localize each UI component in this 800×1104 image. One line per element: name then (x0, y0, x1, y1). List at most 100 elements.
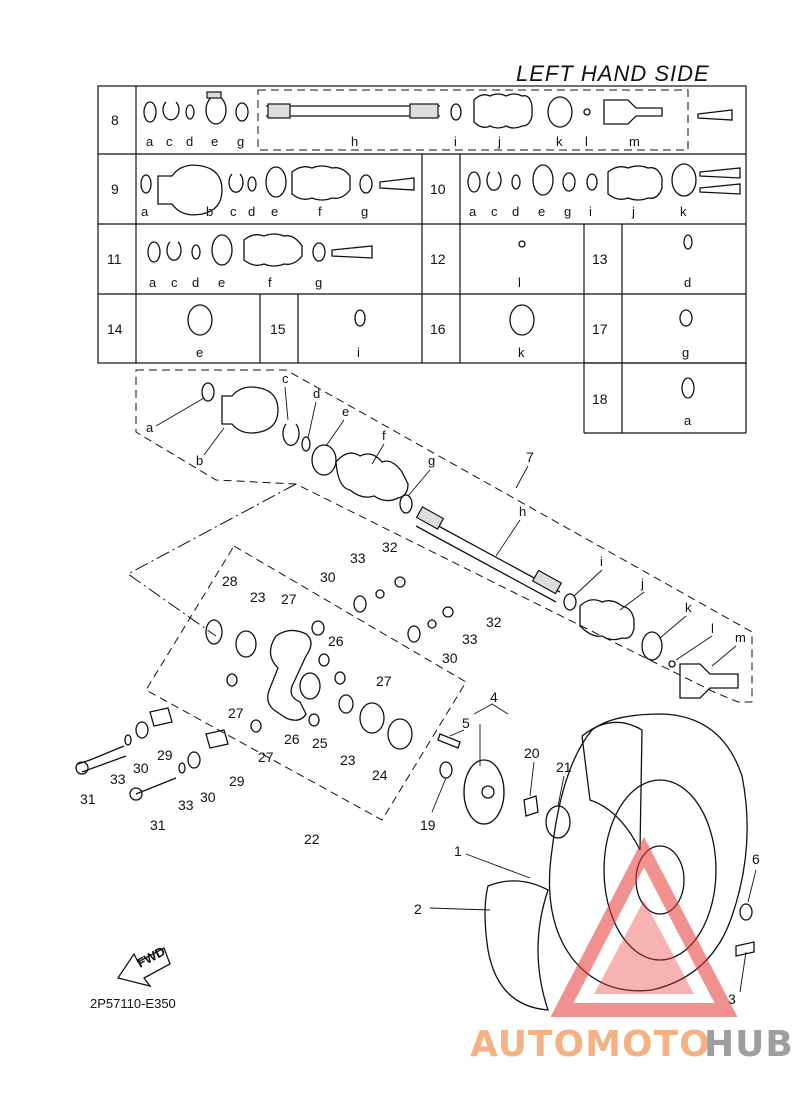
drive-shaft-assembly (135, 369, 753, 703)
row-10-letter-g: g (564, 204, 571, 219)
part-number-30c: 30 (133, 760, 149, 776)
part-number-27c: 27 (228, 705, 244, 721)
row-9-letter-e: e (271, 204, 278, 219)
row-10-letter-k: k (680, 204, 687, 219)
row-8-letter-l: l (585, 134, 588, 149)
shaft-leaders (155, 386, 737, 667)
diagram-title: LEFT HAND SIDE (516, 61, 710, 86)
shaft-letter-b: b (196, 453, 203, 468)
row-8-letter-m: m (629, 134, 640, 149)
row-8-letter-j: j (497, 134, 501, 149)
part-number-27b: 27 (376, 673, 392, 689)
row-number-9: 9 (111, 181, 119, 197)
row-8-letter-g: g (237, 134, 244, 149)
row-10-letter-d: d (512, 204, 519, 219)
part-number-27a: 27 (281, 591, 297, 607)
row-15-letter-i: i (357, 345, 360, 360)
row-number-12: 12 (430, 251, 446, 267)
row-10-parts (467, 163, 741, 201)
row-8-parts (143, 91, 733, 129)
row-10-letter-a: a (469, 204, 477, 219)
part-number-30b: 30 (442, 650, 458, 666)
row-number-16: 16 (430, 321, 446, 337)
row-8-letter-i: i (454, 134, 457, 149)
watermark-text-hub: HUB (704, 1024, 794, 1065)
row-11-parts (147, 233, 373, 267)
row-16-letter-k: k (518, 345, 525, 360)
part-number-2: 2 (414, 901, 422, 917)
part-number-33d: 33 (178, 797, 194, 813)
part-number-20: 20 (524, 745, 540, 761)
single-part-icons (187, 234, 695, 399)
row-number-10: 10 (430, 181, 446, 197)
part-number-24: 24 (372, 767, 388, 783)
row-10-letter-j: j (631, 204, 635, 219)
watermark-text-automoto: AUTOMOTO (470, 1024, 711, 1065)
row-11-letter-e: e (218, 275, 225, 290)
row-13-letter-d: d (684, 275, 691, 290)
row-9-letter-g: g (361, 204, 368, 219)
part-number-1: 1 (454, 843, 462, 859)
row-8-letter-h: h (351, 134, 358, 149)
row-14-letter-e: e (196, 345, 203, 360)
assembly-label-7: 7 (526, 449, 534, 465)
part-number-32a: 32 (382, 539, 398, 555)
row-11-letter-d: d (192, 275, 199, 290)
part-number-22: 22 (304, 831, 320, 847)
shaft-letter-g: g (428, 453, 435, 468)
part-number-33b: 33 (462, 631, 478, 647)
row-number-18: 18 (592, 391, 608, 407)
row-11-letter-g: g (315, 275, 322, 290)
fwd-arrow-icon (116, 947, 171, 988)
row-8-letter-k: k (556, 134, 563, 149)
shaft-letter-l: l (711, 621, 714, 636)
row-8-letter-c: c (166, 134, 173, 149)
part-number-3: 3 (728, 991, 736, 1007)
part-number-6: 6 (752, 851, 760, 867)
shaft-letter-e: e (342, 404, 349, 419)
row-11-letter-f: f (268, 275, 272, 290)
fwd-label: FWD (134, 944, 167, 971)
row-18-letter-a: a (684, 413, 692, 428)
row-8-letter-a: a (146, 134, 154, 149)
row-9-letter-f: f (318, 204, 322, 219)
shaft-letter-k: k (685, 600, 692, 615)
row-8-letter-d: d (186, 134, 193, 149)
knuckle-assembly (75, 483, 467, 821)
row-number-13: 13 (592, 251, 608, 267)
shaft-letter-i: i (600, 554, 603, 569)
row-17-letter-g: g (682, 345, 689, 360)
row-9-parts (140, 164, 415, 216)
row-number-11: 11 (107, 251, 122, 267)
row-9-letter-c: c (230, 204, 237, 219)
part-number-5: 5 (462, 715, 470, 731)
part-number-28: 28 (222, 573, 238, 589)
row-12-letter-l: l (518, 275, 521, 290)
row-11-letter-c: c (171, 275, 178, 290)
row-9-letter-a: a (141, 204, 149, 219)
part-number-30d: 30 (200, 789, 216, 805)
shaft-letter-m: m (735, 630, 746, 645)
part-number-27d: 27 (258, 749, 274, 765)
part-number-25: 25 (312, 735, 328, 751)
part-number-23a: 23 (250, 589, 266, 605)
row-9-letter-d: d (248, 204, 255, 219)
hub-leaders (429, 703, 757, 993)
part-number-19: 19 (420, 817, 436, 833)
part-number-26a: 26 (328, 633, 344, 649)
row-10-letter-e: e (538, 204, 545, 219)
kit-table (97, 85, 747, 434)
part-number-33c: 33 (110, 771, 126, 787)
shaft-letter-j: j (640, 576, 644, 591)
row-10-letter-c: c (491, 204, 498, 219)
part-number-26b: 26 (284, 731, 300, 747)
part-number-30a: 30 (320, 569, 336, 585)
shaft-letter-h: h (519, 504, 526, 519)
hub-and-wheel (437, 713, 755, 1011)
part-number-29b: 29 (229, 773, 245, 789)
watermark-logo (550, 836, 738, 1017)
row-10-letter-i: i (589, 204, 592, 219)
row-11-letter-a: a (149, 275, 157, 290)
shaft-letter-c: c (282, 371, 289, 386)
